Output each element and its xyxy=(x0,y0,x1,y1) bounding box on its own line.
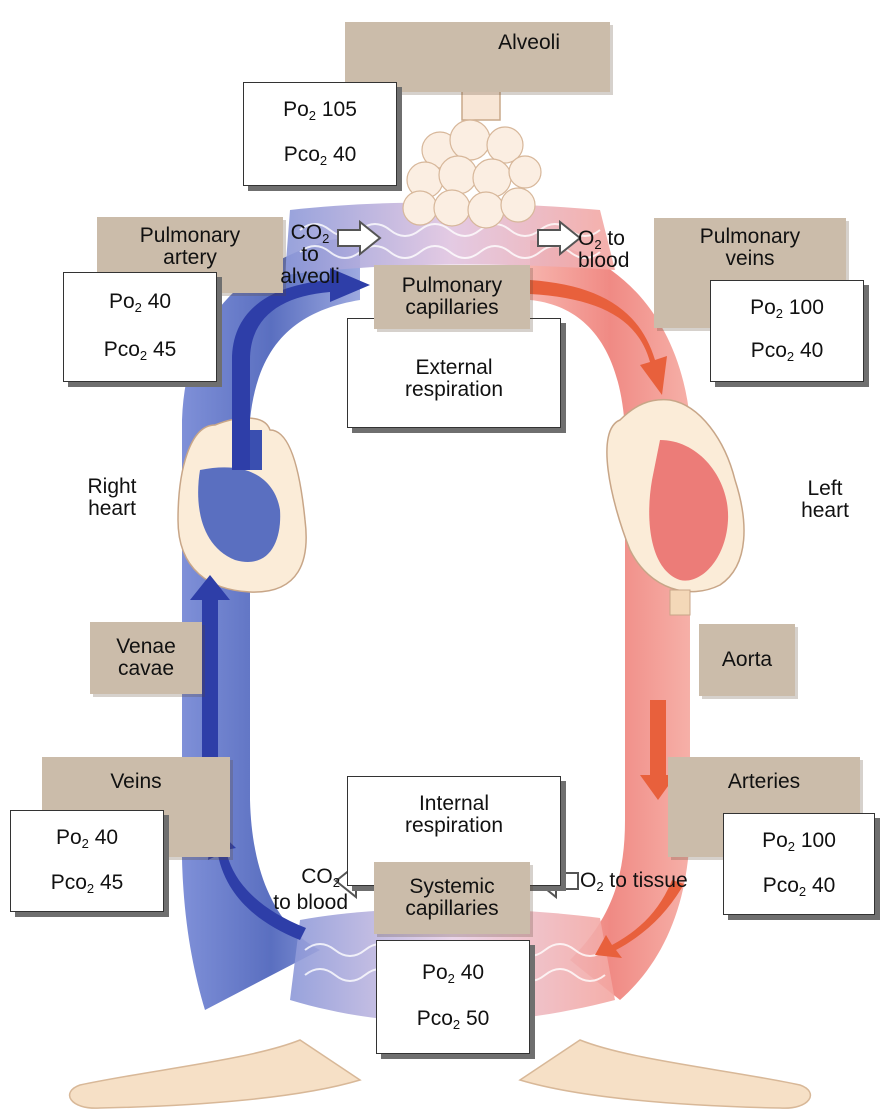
o2-to-tissue-text: O2 to tissue xyxy=(580,870,720,892)
left-foot xyxy=(70,1040,360,1108)
co2-to-blood-text: CO2 to blood xyxy=(228,866,348,914)
pco2-value: 45 xyxy=(153,338,176,361)
o2-to-blood-text: O2 to blood xyxy=(578,228,658,272)
po2-value: 100 xyxy=(789,296,824,319)
pco2-value: 40 xyxy=(812,874,835,897)
pulmonary-capillaries-label: Pulmonary capillaries xyxy=(374,265,530,329)
pulmonary-veins-pressure-box: Po2 100 Pco2 40 xyxy=(710,280,864,382)
po2-value: 40 xyxy=(148,290,171,313)
pco2-symbol: Pco xyxy=(284,143,320,166)
arteries-pressure-box: Po2 100 Pco2 40 xyxy=(723,813,875,915)
systemic-capillaries-pressure-box: Po2 40 Pco2 50 xyxy=(376,940,530,1054)
po2-value: 100 xyxy=(801,829,836,852)
po2-value: 40 xyxy=(95,826,118,849)
pco2-value: 40 xyxy=(333,143,356,166)
pco2-value: 50 xyxy=(466,1007,489,1030)
pulmonary-artery-pressure-box: Po2 40 Pco2 45 xyxy=(63,272,217,382)
alveoli-text: Alveoli xyxy=(498,32,560,54)
left-heart-label: Left heart xyxy=(785,478,865,522)
po2-value: 40 xyxy=(461,961,484,984)
veins-pressure-box: Po2 40 Pco2 45 xyxy=(10,810,164,912)
right-foot xyxy=(520,1040,810,1108)
co2-to-alveoli-text: CO2 to alveoli xyxy=(270,222,350,288)
venae-cavae-label: Venae cavae xyxy=(90,622,202,694)
po2-symbol: Po xyxy=(283,98,309,121)
right-heart-label: Right heart xyxy=(72,476,152,520)
po2-value: 105 xyxy=(322,98,357,121)
pco2-value: 40 xyxy=(800,339,823,362)
alveoli-pressure-box: Po2 105 Pco2 40 xyxy=(243,82,397,186)
systemic-capillaries-label: Systemic capillaries xyxy=(374,862,530,934)
external-respiration-box: External respiration xyxy=(347,318,561,428)
alveoli-cluster xyxy=(403,73,541,228)
aorta-label: Aorta xyxy=(699,624,795,696)
pco2-value: 45 xyxy=(100,871,123,894)
